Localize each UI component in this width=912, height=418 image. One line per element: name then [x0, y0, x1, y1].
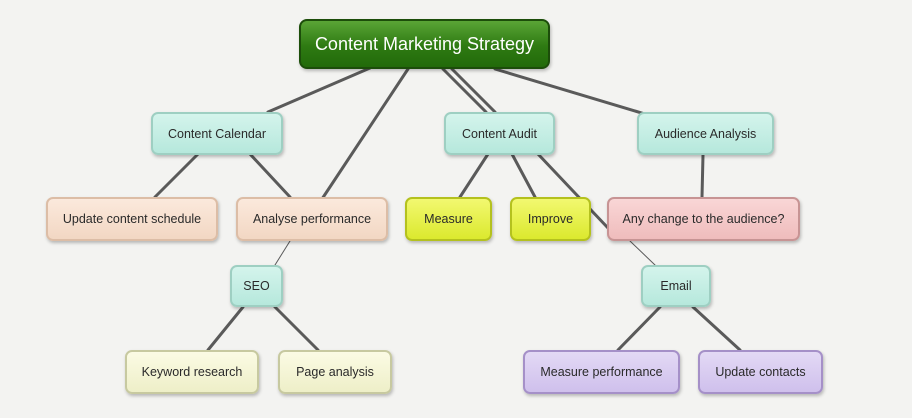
edge-email-update-contacts: [691, 305, 742, 352]
edge-root-audience-analysis: [493, 67, 647, 116]
edge-root-content-audit-b: [450, 67, 497, 114]
edge-root-content-audit-a: [441, 67, 488, 114]
edge-email-measure-perf: [616, 305, 662, 352]
edge-calendar-analyse: [248, 152, 292, 199]
edge-calendar-update-schedule: [153, 152, 200, 199]
node-measure-performance[interactable]: Measure performance: [523, 350, 680, 394]
edge-audit-audience-change: [536, 152, 610, 230]
node-seo[interactable]: SEO: [230, 265, 283, 307]
edge-audience-analysis-change: [700, 153, 705, 199]
edge-root-analyse-performance: [320, 67, 410, 201]
node-content-calendar[interactable]: Content Calendar: [151, 112, 283, 155]
edge-seo-page: [273, 305, 320, 352]
node-measure[interactable]: Measure: [405, 197, 492, 241]
node-improve[interactable]: Improve: [510, 197, 591, 241]
node-update-content-schedule[interactable]: Update content schedule: [46, 197, 218, 241]
node-update-contacts[interactable]: Update contacts: [698, 350, 823, 394]
node-page-analysis[interactable]: Page analysis: [278, 350, 392, 394]
root-node-content-marketing-strategy[interactable]: Content Marketing Strategy: [299, 19, 550, 69]
edge-audit-improve: [510, 152, 537, 199]
edge-root-content-calendar: [266, 66, 372, 114]
edge-analyse-seo: [274, 240, 291, 266]
edge-change-email: [629, 240, 656, 266]
node-email[interactable]: Email: [641, 265, 711, 307]
node-analyse-performance[interactable]: Analyse performance: [236, 197, 388, 241]
node-audience-analysis[interactable]: Audience Analysis: [637, 112, 774, 155]
edge-seo-keyword: [206, 305, 245, 352]
node-content-audit[interactable]: Content Audit: [444, 112, 555, 155]
edge-audit-measure: [458, 152, 490, 199]
node-keyword-research[interactable]: Keyword research: [125, 350, 259, 394]
node-any-change-to-audience[interactable]: Any change to the audience?: [607, 197, 800, 241]
